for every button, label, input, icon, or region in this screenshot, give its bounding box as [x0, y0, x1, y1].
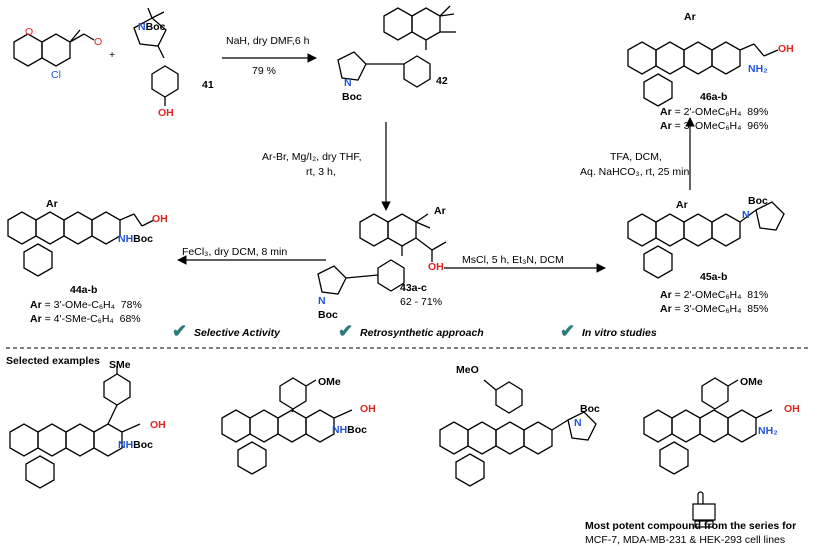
example-4-oh: OH	[784, 403, 800, 415]
compound-43-structure	[317, 213, 447, 295]
example-4-nh2: NH₂	[758, 425, 778, 437]
atom-oh-41: OH	[158, 107, 174, 119]
reactant-chloro-aldehyde	[13, 29, 95, 67]
highlight-retrosynthetic: Retrosynthetic approach	[360, 327, 484, 339]
step4-line1: TFA, DCM,	[610, 151, 662, 163]
variant-46-2: Ar = 3'-OMeC₆H₄ 96%	[660, 120, 769, 132]
example-1-structure	[9, 366, 141, 489]
example-4-substituent: OMe	[740, 376, 763, 388]
atom-o-aldehyde: O	[94, 36, 103, 48]
example-2-nhboc: NHBoc	[332, 424, 368, 436]
oh-44: OH	[152, 213, 168, 225]
plus-sign: +	[109, 49, 116, 61]
oh-43: OH	[428, 261, 444, 273]
atom-n-42: N	[344, 77, 352, 89]
step3-left-reagents: FeCl₃, dry DCM, 8 min	[182, 246, 288, 258]
atom-n-41: NBoc	[138, 21, 166, 33]
yield-43: 62 - 71%	[400, 296, 443, 308]
example-2-substituent: OMe	[318, 376, 341, 388]
highlight-in-vitro: In vitro studies	[582, 327, 657, 339]
ar-45: Ar	[676, 199, 688, 211]
step2-line1: Ar-Br, Mg/I₂, dry THF,	[262, 151, 362, 163]
step2-line2: rt, 3 h,	[306, 166, 336, 178]
example-3-substituent: MeO	[456, 364, 479, 376]
compound-45-structure	[627, 201, 785, 279]
oh-46: OH	[778, 43, 794, 55]
atom-n-45: N	[742, 209, 750, 221]
example-2-structure	[221, 377, 353, 475]
example-3-structure	[439, 379, 597, 487]
boc-45: Boc	[748, 195, 768, 207]
example-1-nhboc: NHBoc	[118, 439, 154, 451]
highlight-selective-activity: Selective Activity	[194, 327, 280, 339]
check-icon: ✔	[172, 321, 188, 341]
step3-right-reagents: MsCl, 5 h, Et₃N, DCM	[462, 254, 564, 266]
variant-44-1: Ar = 3'-OMe-C₆H₄ 78%	[30, 299, 142, 311]
ar-43: Ar	[434, 205, 446, 217]
label-44: 44a-b	[70, 284, 98, 296]
variant-46-1: Ar = 2'-OMeC₆H₄ 89%	[660, 106, 769, 118]
atom-n-43: N	[318, 295, 326, 307]
example-1-oh: OH	[150, 419, 166, 431]
compound-44-structure	[7, 211, 155, 277]
step1-reagents: NaH, dry DMF,6 h	[226, 35, 310, 47]
example-3-n: N	[574, 417, 582, 429]
compound-46-structure	[627, 41, 779, 107]
footnote-title: Most potent compound from the series for	[585, 520, 797, 532]
variant-45-2: Ar = 3'-OMeC₆H₄ 85%	[660, 303, 769, 315]
check-icon: ✔	[560, 321, 576, 341]
ar-46: Ar	[684, 11, 696, 23]
check-icon: ✔	[338, 321, 354, 341]
example-1-substituent: SMe	[109, 359, 131, 371]
label-43: 43a-c	[400, 282, 427, 294]
variant-44-2: Ar = 4'-SMe-C₆H₄ 68%	[30, 313, 141, 325]
step1-yield: 79 %	[252, 65, 276, 77]
boc-42: Boc	[342, 91, 362, 103]
label-45: 45a-b	[700, 271, 728, 283]
footnote-cell-lines: MCF-7, MDA-MB-231 & HEK-293 cell lines	[585, 534, 786, 546]
boc-43: Boc	[318, 309, 338, 321]
example-4-structure	[643, 377, 773, 475]
nhboc-44: NHBoc	[118, 233, 154, 245]
example-2-oh: OH	[360, 403, 376, 415]
step4-line2: Aq. NaHCO₃, rt, 25 min	[580, 166, 690, 178]
selected-examples-title: Selected examples	[6, 355, 100, 367]
pointing-hand-icon	[692, 491, 716, 528]
label-42: 42	[436, 75, 448, 87]
compound-42-structure	[337, 5, 456, 88]
label-41: 41	[202, 79, 214, 91]
atom-o-ring: O	[25, 26, 34, 38]
nh2-46: NH₂	[748, 63, 768, 75]
variant-45-1: Ar = 2'-OMeC₆H₄ 81%	[660, 289, 769, 301]
ar-44: Ar	[46, 198, 58, 210]
reactant-oxazolidine-phenol	[133, 7, 179, 106]
label-46: 46a-b	[700, 91, 728, 103]
atom-cl: Cl	[51, 69, 61, 81]
example-3-boc: Boc	[580, 403, 600, 415]
